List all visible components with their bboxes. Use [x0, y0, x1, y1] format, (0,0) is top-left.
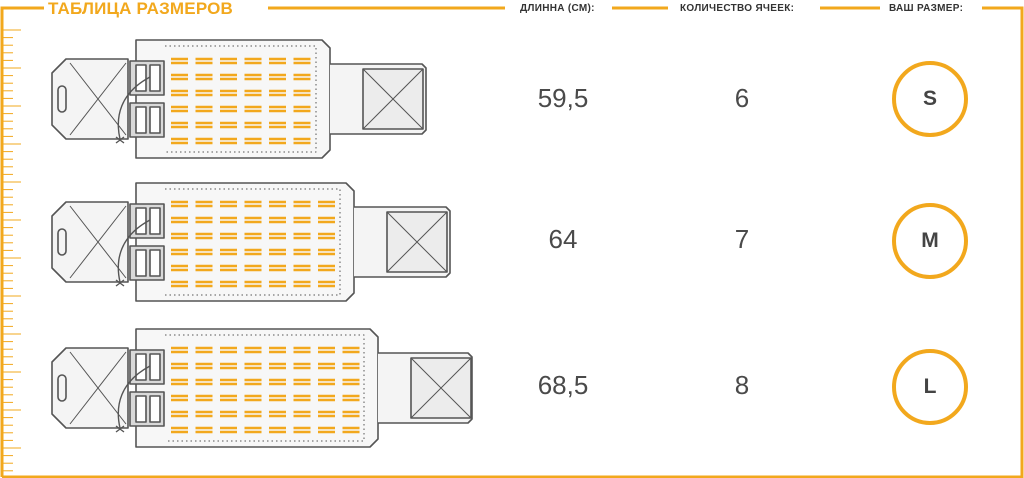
cells-value-s: 6	[734, 83, 750, 113]
cells-value-l: 8	[734, 370, 750, 400]
ruler-ticks	[3, 29, 21, 472]
page-title: ТАБЛИЦА РАЗМЕРОВ	[46, 0, 236, 20]
bag-illustration-s	[51, 39, 427, 159]
size-badge-l[interactable]: L	[892, 349, 968, 425]
cells-value-m: 7	[734, 224, 750, 254]
size-header: ВАШ РАЗМЕР:	[885, 2, 968, 16]
bag-illustration-l	[51, 328, 473, 448]
bag-illustration-m	[51, 182, 451, 302]
size-label-l: L	[923, 375, 937, 398]
size-label-s: S	[922, 87, 937, 110]
size-badge-s[interactable]: S	[892, 61, 968, 137]
size-badge-m[interactable]: M	[892, 203, 968, 279]
length-value-l: 68,5	[537, 370, 589, 400]
size-label-m: M	[921, 229, 939, 252]
length-value-m: 64	[548, 224, 578, 254]
length-header: ДЛИННА (СМ):	[516, 2, 599, 16]
cells-header: КОЛИЧЕСТВО ЯЧЕЕК:	[676, 2, 799, 16]
length-value-s: 59,5	[537, 83, 589, 113]
